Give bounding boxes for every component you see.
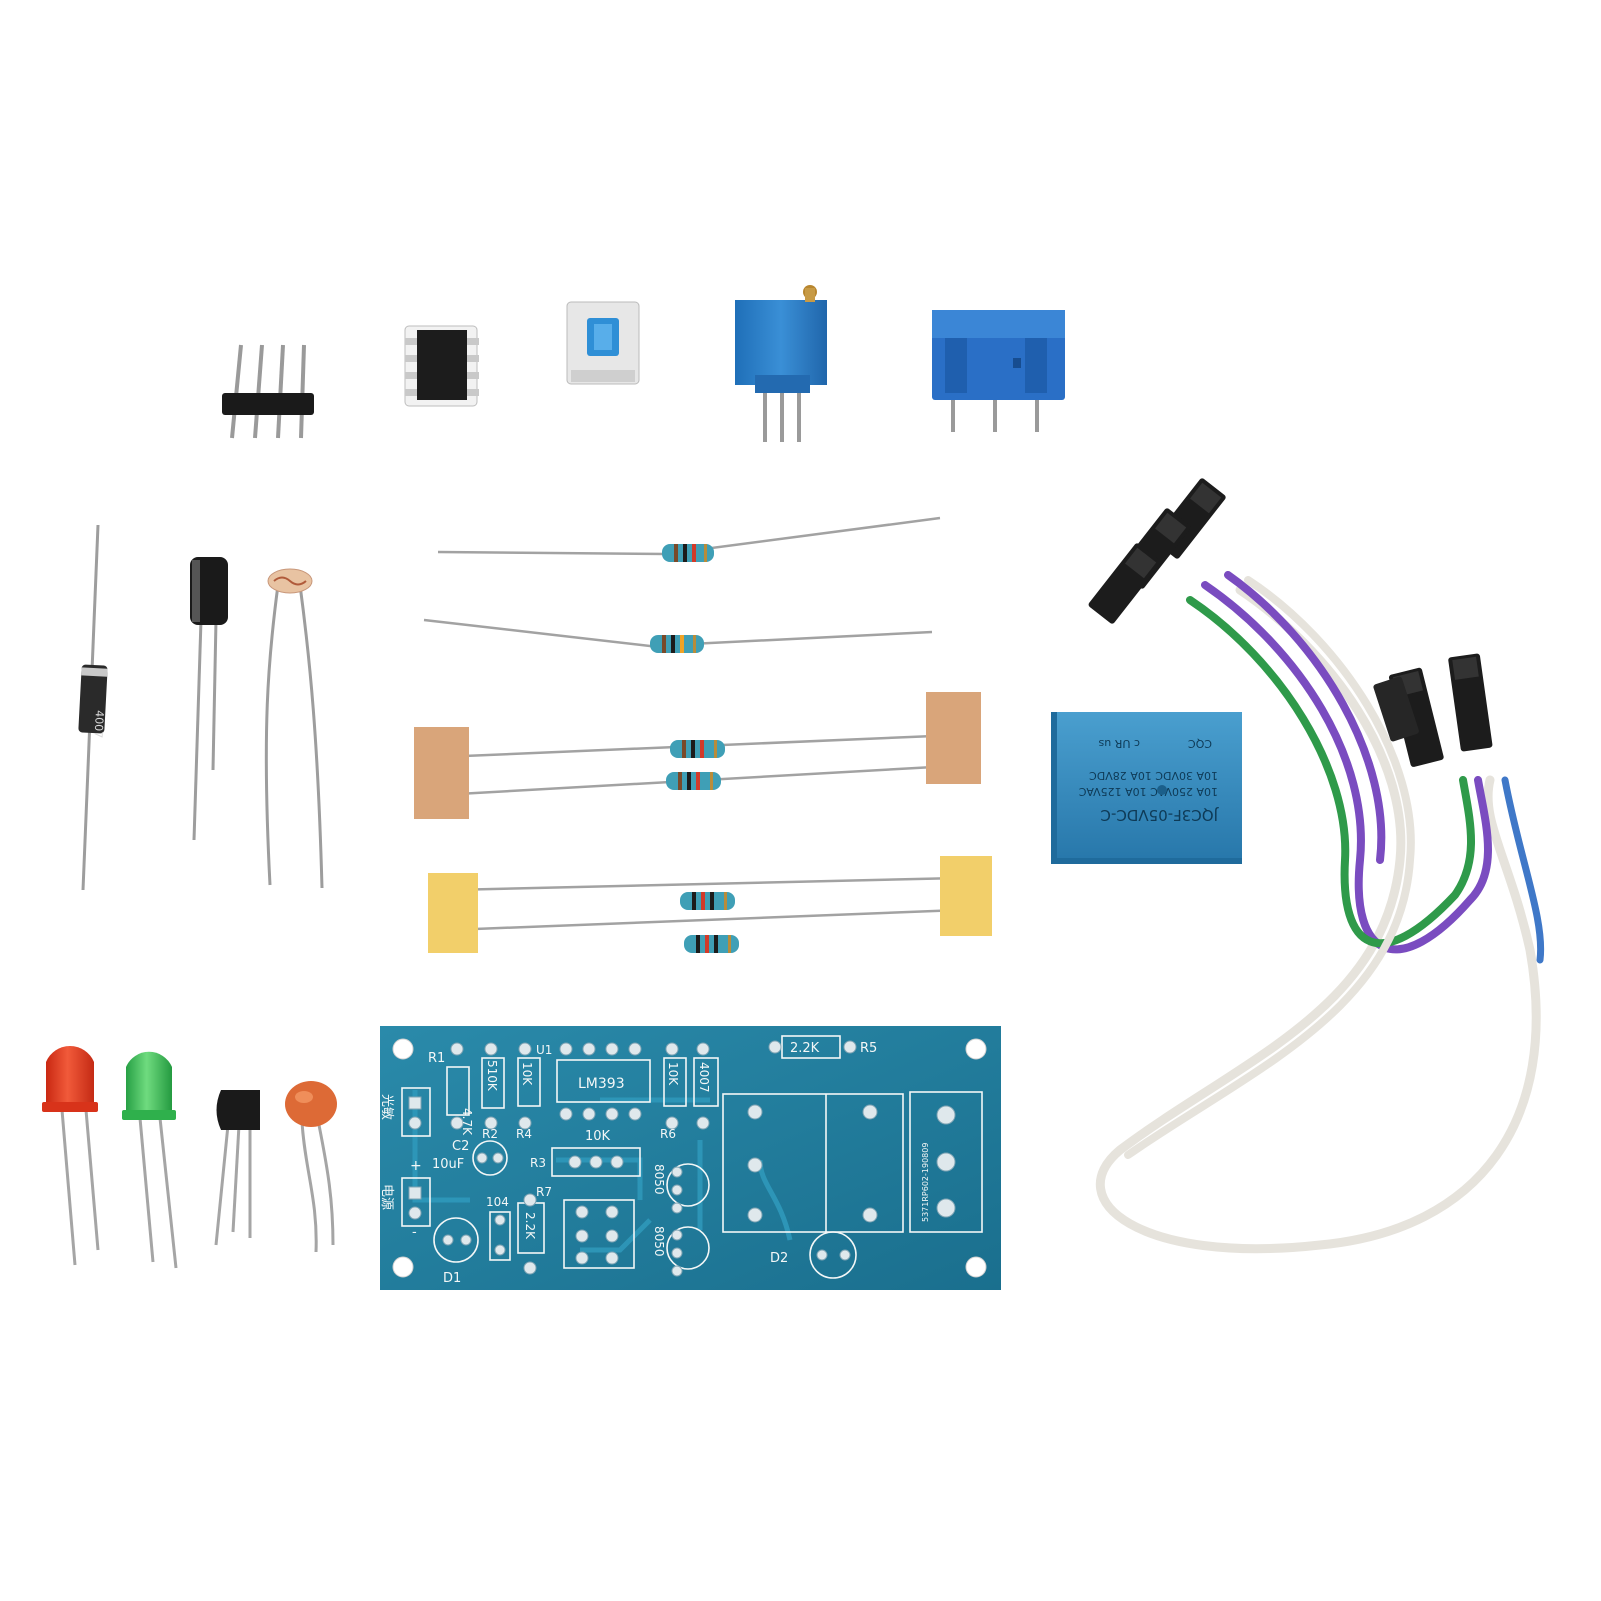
taped-resistor-pair-b [428,856,992,953]
pcb-board: R1 4.7K 510K 10K U1 LM393 10K 4007 2.2K … [379,1026,1001,1290]
resistor-2 [423,618,933,653]
pcb-label-2.2k-r5: 2.2K [790,1041,820,1056]
diode-marking: 4007 [92,710,106,739]
relay-ul-mark: c UR us [1098,737,1140,750]
pcb-label-d1: D1 [443,1271,461,1286]
pcb-label-c2: C2 [452,1139,469,1154]
relay-rating-dc: 10A 30VDC 10A 28VDC [1089,769,1218,782]
pcb-label-8050-a: 8050 [652,1164,666,1195]
pcb-label-4.7k: 4.7K [460,1108,474,1136]
dupont-jumper-wires [1095,571,1545,1254]
pcb-label-power: 电源 [379,1184,394,1210]
pcb-label-8050-b: 8050 [652,1226,666,1257]
pcb-label-r1: R1 [428,1051,445,1066]
green-led [122,1051,178,1269]
resistor-1 [437,516,941,562]
pcb-label-minus: - [412,1225,417,1240]
electrolytic-capacitor [190,557,228,841]
pcb-label-10uf: 10uF [432,1157,464,1172]
pcb-label-2.2k-r7: 2.2K [523,1212,537,1240]
pcb-label-light-sensor: 光敏 [379,1094,394,1120]
pcb-label-4007: 4007 [697,1062,711,1093]
dupont-connectors-right [1373,653,1493,767]
trimmer-potentiometer [735,285,827,442]
photoresistor [264,568,324,889]
rectifier-diode: 4007 [78,524,108,891]
pcb-label-10k-c: 10K [585,1129,611,1144]
pcb-label-r3: R3 [530,1156,546,1170]
relay-cert: CQC [1188,737,1212,750]
transistor [214,1090,260,1246]
pcb-label-lm393: LM393 [578,1076,625,1092]
push-switch [566,301,640,385]
pcb-label-r5: R5 [860,1041,877,1056]
pcb-label-u1: U1 [536,1043,552,1057]
relay-rating-ac: 10A 250VAC 10A 125VAC [1078,785,1218,798]
pcb-label-510k: 510K [485,1060,499,1092]
pcb-label-10k-b: 10K [666,1062,680,1086]
pcb-label-r4: R4 [516,1127,532,1141]
red-led [42,1046,100,1266]
pcb-label-r6: R6 [660,1127,676,1141]
pcb-label-10k-a: 10K [520,1062,534,1086]
screw-terminal-block [932,310,1065,432]
dip8-chip [404,325,479,407]
taped-resistor-pair-a [414,692,981,819]
pcb-label-104: 104 [486,1195,509,1209]
pcb-label-r2: R2 [482,1127,498,1141]
pcb-label-plus: + [410,1158,422,1174]
pcb-label-d2: D2 [770,1251,788,1266]
dupont-connectors-top [1088,478,1226,624]
pcb-label-r7: R7 [536,1185,552,1199]
relay: JQC3F-05VDC-C 10A 250VAC 10A 125VAC 10A … [1051,712,1242,864]
relay-model: JQC3F-05VDC-C [1100,806,1219,824]
pin-header [222,344,314,439]
ceramic-capacitor [285,1081,337,1253]
pcb-label-terminal-code: 5371RP602-190809 [921,1143,930,1222]
